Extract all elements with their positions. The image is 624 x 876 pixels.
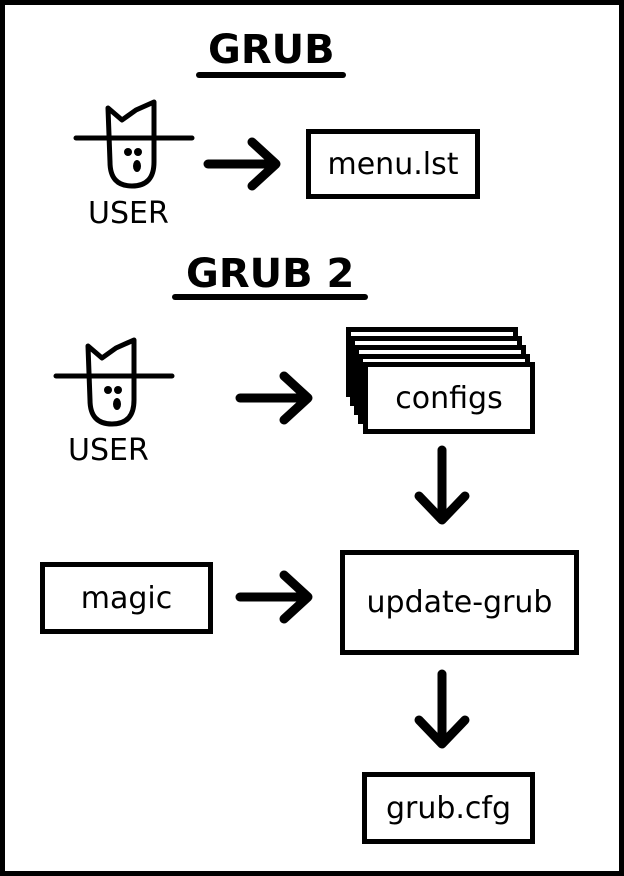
- arrow-icon: [235, 371, 313, 425]
- arrow-icon: [235, 570, 313, 624]
- user-icon: [53, 337, 175, 427]
- user-icon: [73, 99, 195, 189]
- menu-lst-label: menu.lst: [327, 146, 459, 182]
- magic-box: magic: [40, 562, 213, 634]
- grub-heading: GRUB: [208, 27, 335, 73]
- update-grub-label: update-grub: [366, 585, 553, 620]
- user-label: USER: [88, 196, 169, 231]
- user-label: USER: [68, 433, 149, 468]
- grub-cfg-label: grub.cfg: [385, 790, 512, 826]
- grub-cfg-box: grub.cfg: [362, 772, 535, 844]
- configs-label: configs: [395, 380, 503, 416]
- update-grub-box: update-grub: [340, 550, 579, 655]
- arrow-down-icon: [414, 669, 470, 749]
- grub2-heading: GRUB 2: [186, 251, 355, 297]
- configs-box: configs: [363, 362, 535, 434]
- grub2-heading-underline: [172, 294, 368, 300]
- arrow-icon: [203, 137, 281, 191]
- arrow-down-icon: [414, 445, 470, 525]
- grub-heading-underline: [196, 72, 346, 78]
- magic-label: magic: [80, 580, 173, 616]
- menu-lst-box: menu.lst: [306, 129, 480, 199]
